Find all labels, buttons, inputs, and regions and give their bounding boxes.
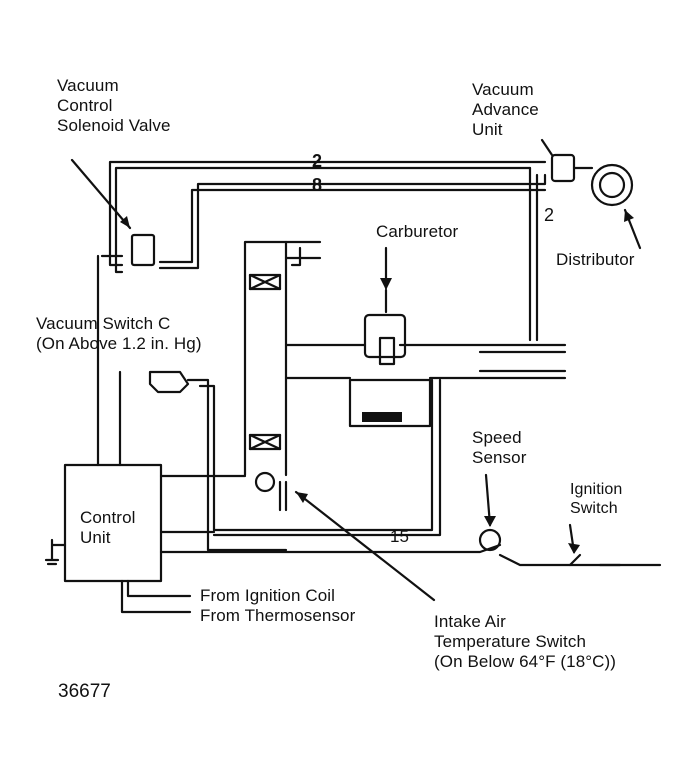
from-coil-label: From Ignition Coil [200, 586, 336, 605]
iats-label-line3: (On Below 64°F (18°C)) [434, 652, 617, 671]
vcsv-label-line3: Solenoid Valve [57, 116, 171, 135]
vcsv-label-line2: Control [57, 96, 113, 115]
vacuum-switch-label-line2: (On Above 1.2 in. Hg) [36, 334, 202, 353]
vcsv-label: Vacuum Control Solenoid Valve [57, 76, 171, 136]
hose-number-2-top: 2 [312, 151, 323, 171]
from-thermo-label: From Thermosensor [200, 606, 356, 625]
arrow-iats [294, 490, 436, 602]
ignition-switch-label-line1: Ignition [570, 481, 623, 498]
distributor-label: Distributor [556, 250, 635, 269]
vacuum-hose-2-inner [114, 166, 532, 274]
speed-sensor-label-line1: Speed [472, 428, 522, 447]
vau-label-line1: Vacuum [472, 80, 534, 99]
vacuum-hose-2 [108, 160, 547, 267]
arrow-vcsv [70, 158, 132, 230]
iats-label-line2: Temperature Switch [434, 632, 587, 651]
vacuum-switch-label: Vacuum Switch C (On Above 1.2 in. Hg) [36, 314, 202, 354]
ignition-switch-label-line2: Switch [570, 500, 618, 517]
hose-number-15: 15 [390, 527, 409, 546]
speed-sensor-label: Speed Sensor [472, 428, 526, 468]
carburetor-label: Carburetor [376, 222, 459, 241]
vcsv-body [130, 233, 156, 267]
figure-number: 36677 [58, 681, 111, 702]
control-unit-label-line1: Control [80, 508, 136, 527]
vau-label: Vacuum Advance Unit [472, 80, 539, 140]
distributor-cap [590, 163, 634, 207]
intake-air-temp-switch [254, 471, 276, 493]
intake-pipe-right [398, 343, 567, 380]
iats-label: Intake Air Temperature Switch (On Below … [434, 612, 616, 672]
vcsv-label-line1: Vacuum [57, 76, 119, 95]
vacuum-hose-8-inner [158, 188, 547, 264]
arrow-vau [540, 138, 554, 157]
air-duct [243, 240, 288, 477]
speed-sensor-label-line2: Sensor [472, 448, 527, 467]
ignition-switch [568, 553, 622, 567]
vacuum-advance-unit [550, 153, 576, 183]
vacuum-switch-label-line1: Vacuum Switch C [36, 314, 171, 333]
vacuum-switch-c [148, 370, 190, 394]
control-unit-label: Control Unit [80, 508, 136, 548]
speed-sensor [478, 528, 502, 552]
hose-number-2-right: 2 [544, 205, 555, 225]
iats-label-line1: Intake Air [434, 612, 506, 631]
carburetor-body [363, 313, 407, 359]
vau-label-line2: Advance [472, 100, 539, 119]
carb-inlet-pipe [284, 343, 367, 380]
control-unit-label-line2: Unit [80, 528, 111, 547]
vacuum-hose-8 [158, 173, 547, 270]
hose-number-8: 8 [312, 175, 323, 195]
ignition-switch-label: Ignition Switch [570, 480, 622, 518]
vau-label-line3: Unit [472, 120, 503, 139]
control-unit-box [63, 463, 163, 583]
